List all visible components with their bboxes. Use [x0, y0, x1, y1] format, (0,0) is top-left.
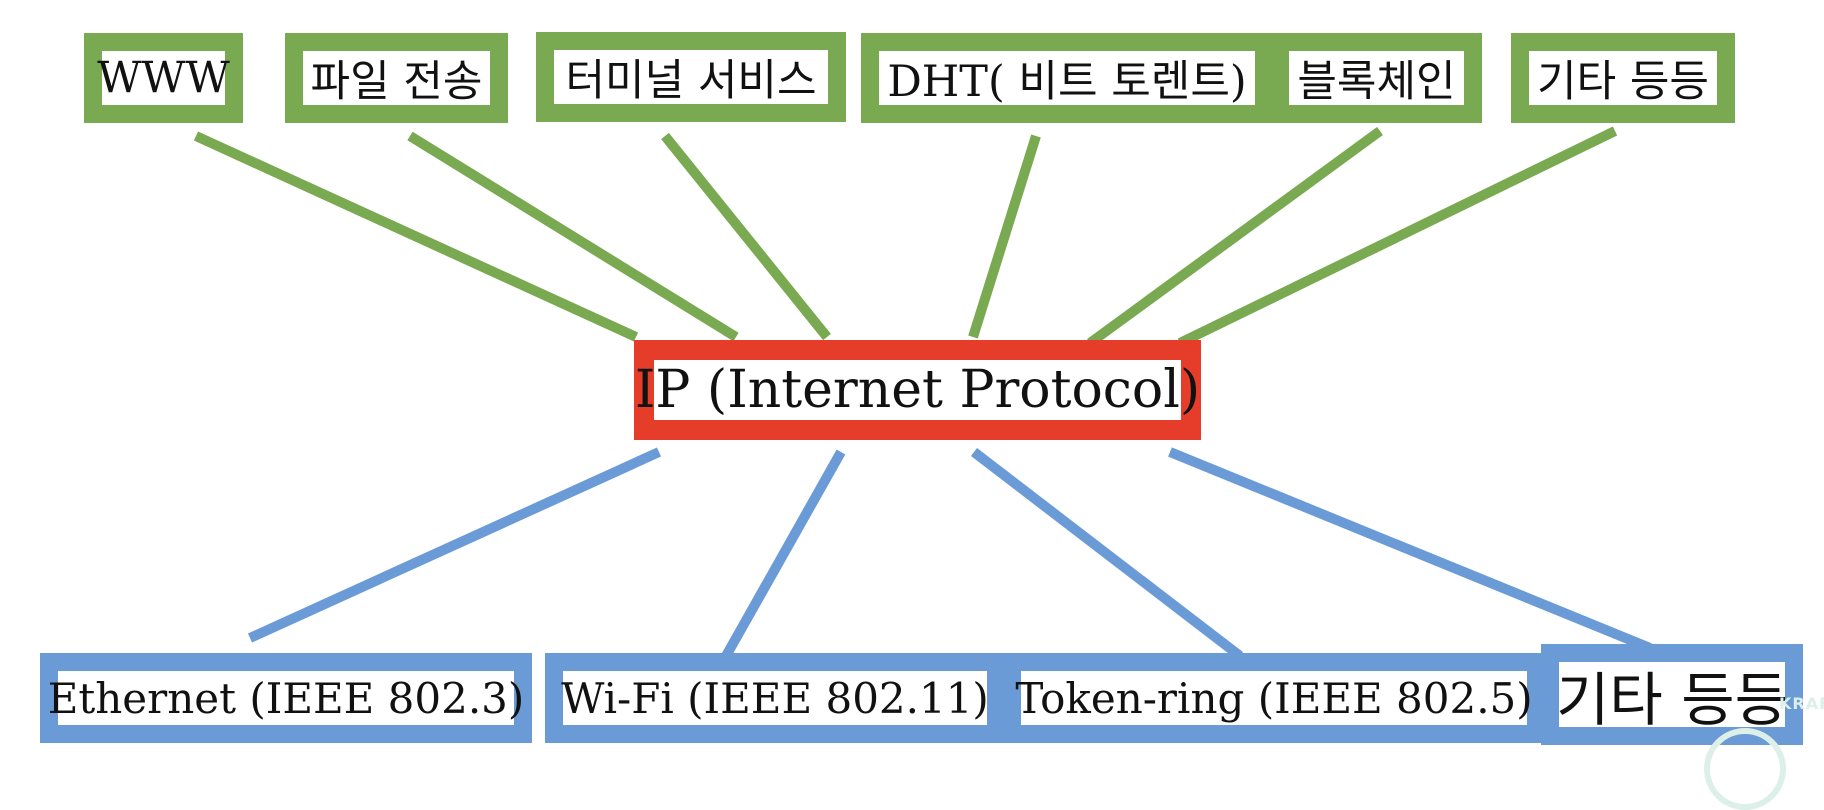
connector-file-transfer-ip	[407, 131, 739, 342]
node-etc-top-label: 기타 등등	[1537, 57, 1709, 107]
node-etc-bottom-label: 기타 등등	[1556, 665, 1788, 734]
node-dht: DHT( 비트 토렌트)	[861, 33, 1273, 123]
node-ethernet-label: Ethernet (IEEE 802.3)	[47, 673, 525, 723]
connector-terminal-ip	[661, 132, 831, 341]
connector-ip-wifi	[721, 449, 846, 659]
node-blockchain-label: 블록체인	[1297, 57, 1456, 107]
connector-ip-ethernet	[247, 447, 662, 643]
connector-ip-token-ring	[970, 448, 1244, 660]
node-etc-top: 기타 등등	[1511, 33, 1735, 123]
node-blockchain: 블록체인	[1271, 33, 1482, 123]
node-token-ring-label: Token-ring (IEEE 802.5)	[1015, 673, 1533, 723]
connector-blockchain-ip	[1087, 126, 1383, 348]
node-ip-label: IP (Internet Protocol)	[634, 360, 1201, 420]
node-ethernet: Ethernet (IEEE 802.3)	[40, 653, 532, 743]
connector-ip-etc-bottom	[1168, 447, 1652, 653]
node-token-ring: Token-ring (IEEE 802.5)	[1003, 653, 1545, 743]
node-etc-bottom: 기타 등등	[1541, 644, 1803, 745]
node-www: WWW	[84, 33, 243, 123]
watermark-logo: KRAFTO	[1684, 688, 1824, 810]
node-file-transfer-label: 파일 전송	[310, 57, 483, 107]
node-terminal-service-label: 터미널 서비스	[565, 56, 817, 106]
connector-dht-ip	[968, 134, 1041, 339]
node-terminal-service: 터미널 서비스	[536, 32, 846, 122]
connector-etc-top-ip	[1177, 126, 1618, 348]
connector-lines	[193, 126, 1652, 660]
node-wifi: Wi-Fi (IEEE 802.11)	[545, 653, 1005, 743]
node-wifi-label: Wi-Fi (IEEE 802.11)	[561, 673, 989, 723]
node-file-transfer: 파일 전송	[285, 33, 508, 123]
connector-www-ip	[193, 131, 639, 342]
watermark-ring-icon	[1704, 728, 1786, 810]
node-ip: IP (Internet Protocol)	[634, 340, 1201, 440]
watermark-text: KRAFTO	[1779, 694, 1824, 713]
node-dht-label: DHT( 비트 토렌트)	[887, 57, 1247, 107]
node-www-label: WWW	[97, 53, 230, 103]
